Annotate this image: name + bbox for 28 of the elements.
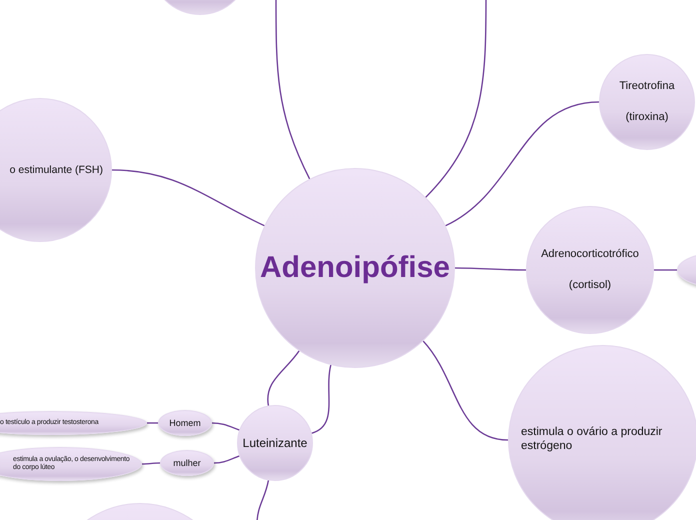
connector-line [455, 267, 526, 271]
connector-line [422, 340, 508, 441]
connector-line [212, 422, 240, 431]
topic-label: Adrenocorticotrófico [541, 248, 639, 261]
topic-label: estimula o ovário a produzir estrógeno [521, 426, 664, 454]
connector-line [256, 480, 270, 520]
topic-label: o estimulante (FSH) [10, 164, 103, 176]
topic-label: (cortisol) [568, 279, 612, 292]
connector-line [147, 422, 158, 424]
topic-label: Luteinizante [242, 436, 308, 450]
connector-line [275, 0, 310, 180]
connector-line [112, 169, 265, 226]
topic-label: Tireotrofina [619, 80, 675, 93]
connector-line [445, 101, 600, 226]
central-topic: Adenoipófise [260, 250, 450, 286]
subtopic-label: mulher [173, 458, 201, 468]
connector-line [267, 350, 300, 406]
connector-line [214, 455, 240, 464]
topic-label: (tiroxina) [626, 111, 668, 124]
subtopic-ellipse [0, 411, 147, 435]
subtopic-ellipse [158, 410, 212, 436]
connector-line [142, 462, 160, 465]
connector-line [311, 364, 332, 434]
subtopic-ellipse [160, 450, 214, 476]
subtopic-label: Homem [169, 418, 201, 428]
subtopic-ellipse [0, 447, 142, 481]
connector-line [654, 269, 677, 271]
connector-line [425, 0, 487, 198]
